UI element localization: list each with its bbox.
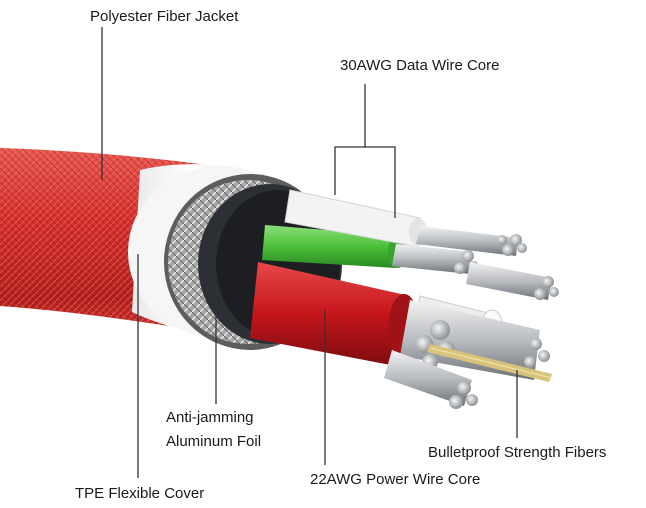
- label-aluminum-foil-line2: Aluminum Foil: [166, 433, 262, 450]
- label-strength-fibers: Bulletproof Strength Fibers: [428, 444, 607, 461]
- data-wire-strands-upper: [416, 226, 527, 256]
- power-wire-strands-lower: [384, 350, 478, 409]
- label-power-wire-core: 22AWG Power Wire Core: [310, 471, 481, 488]
- bulletproof-strength-fibers: [427, 344, 553, 382]
- data-wire-strands-right: [466, 262, 559, 300]
- label-data-wire-core: 30AWG Data Wire Core: [340, 57, 500, 74]
- label-aluminum-foil-line1: Anti-jamming: [166, 409, 254, 426]
- leader-lines: [101, 27, 518, 478]
- label-tpe-cover: TPE Flexible Cover: [75, 485, 205, 502]
- label-polyester-fiber-jacket: Polyester Fiber Jacket: [90, 8, 239, 25]
